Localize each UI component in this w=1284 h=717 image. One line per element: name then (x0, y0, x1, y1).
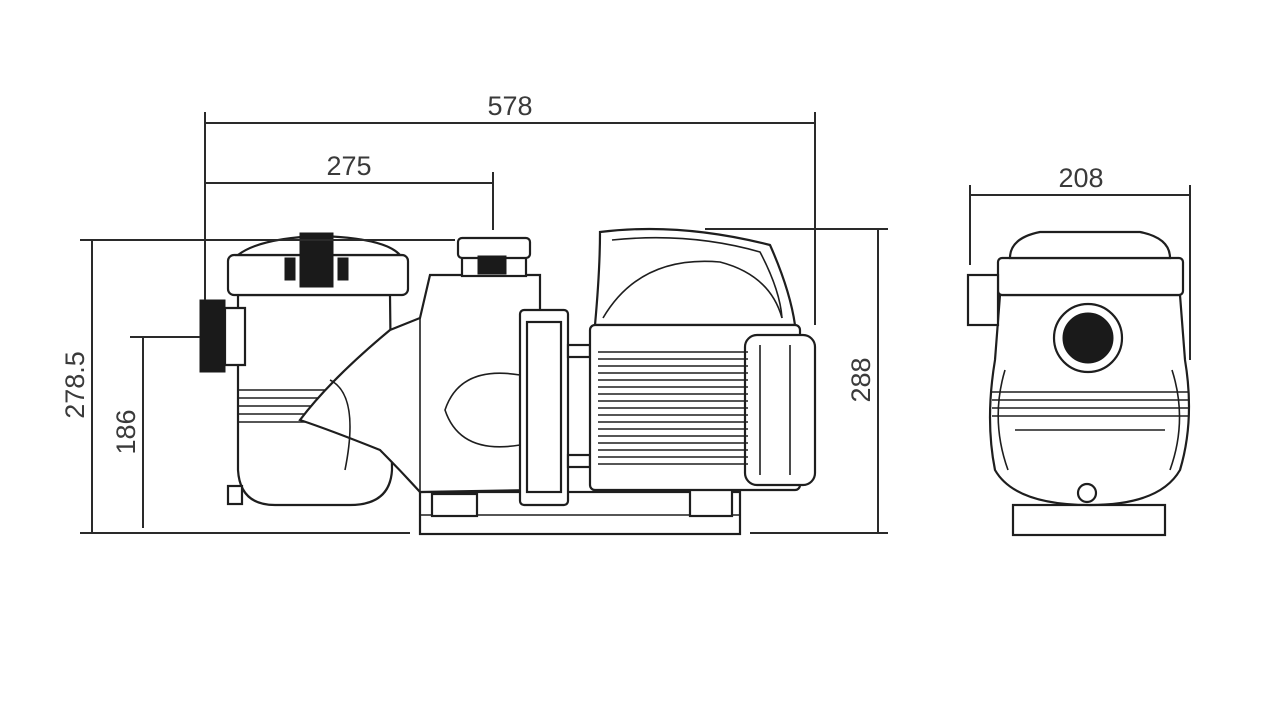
pump-volute (298, 236, 542, 494)
motor-flange (518, 308, 592, 507)
dim-label-275: 275 (326, 151, 371, 181)
motor (588, 227, 817, 492)
dim-label-288: 288 (846, 357, 876, 402)
dim-label-578: 578 (487, 91, 532, 121)
inlet-port (477, 255, 507, 275)
side-view (199, 227, 817, 536)
dimension-278-5: 278.5 (60, 239, 455, 534)
outlet-port (199, 299, 226, 373)
outlet-opening (1062, 312, 1114, 364)
front-base (1011, 503, 1167, 537)
front-view (966, 230, 1191, 537)
front-lid (996, 256, 1185, 297)
dimension-578: 578 (204, 91, 816, 325)
drain-plug (1076, 482, 1098, 504)
pump-base (418, 478, 742, 536)
dimension-288: 288 (705, 228, 888, 534)
dimension-186: 186 (111, 336, 200, 528)
cooling-fins (598, 351, 748, 465)
dim-label-278-5: 278.5 (60, 351, 90, 419)
dimension-275: 275 (205, 151, 494, 230)
dim-label-186: 186 (111, 409, 141, 454)
dimension-208: 208 (969, 163, 1191, 360)
lid-handle (299, 232, 334, 288)
side-port (966, 273, 1000, 327)
dim-label-208: 208 (1058, 163, 1103, 193)
